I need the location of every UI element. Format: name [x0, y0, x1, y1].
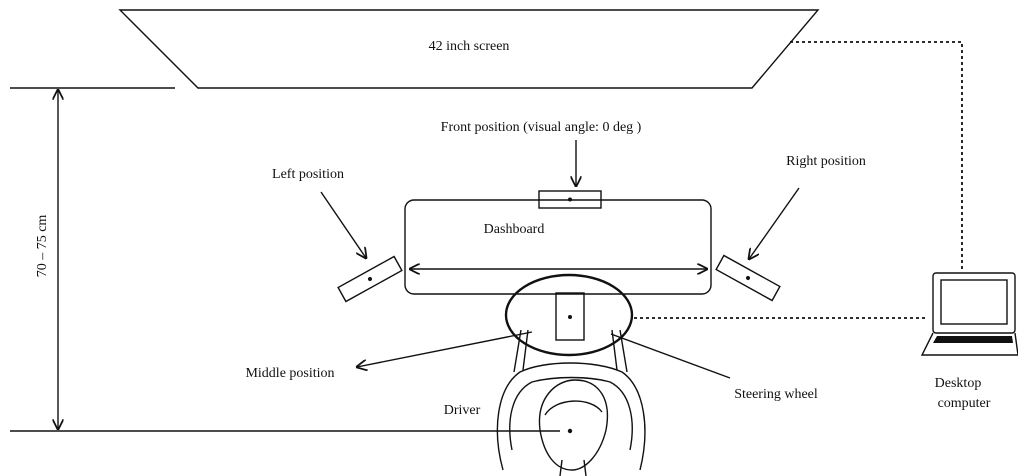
distance-measurement: 70 – 75 cm [10, 87, 560, 432]
front-display [538, 190, 602, 209]
driver: Driver [444, 329, 646, 476]
middle-position-arrow [357, 331, 533, 367]
laptop-icon [920, 272, 1018, 356]
driver-dot [567, 428, 573, 434]
driver-arms-upper [513, 329, 628, 373]
desktop-label-line1: Desktop [935, 376, 982, 391]
right-position-arrow [749, 187, 800, 259]
laptop-screen-frame [932, 272, 1016, 334]
dashboard: Dashboard [404, 199, 712, 295]
laptop-keyboard [933, 336, 1013, 343]
left-position-label: Left position [272, 167, 344, 182]
screen-outline [118, 9, 820, 89]
driver-head [538, 379, 608, 471]
steering-wheel [504, 273, 634, 357]
screen: 42 inch screen [118, 9, 820, 89]
laptop-screen [940, 279, 1008, 325]
middle-display [555, 292, 585, 341]
dashboard-label: Dashboard [484, 222, 545, 237]
front-position-label: Front position (visual angle: 0 deg ) [441, 120, 642, 135]
right-position-label: Right position [786, 154, 866, 169]
left-position: Left position [272, 167, 403, 303]
right-position: Right position [715, 154, 866, 302]
middle-display-dot [568, 315, 572, 319]
driver-arms-inner [522, 329, 618, 371]
left-position-arrow [320, 191, 366, 258]
dashboard-outline [404, 199, 712, 295]
distance-label: 70 – 75 cm [35, 215, 50, 278]
left-display [337, 255, 403, 303]
driver-torso [509, 376, 633, 451]
steering-wheel-label: Steering wheel [734, 387, 818, 402]
middle-position-label: Middle position [245, 366, 334, 381]
steering-wheel-pointer [610, 333, 731, 379]
driver-hair [544, 400, 603, 416]
driver-label: Driver [444, 403, 481, 418]
front-position: Front position (visual angle: 0 deg ) [441, 120, 642, 209]
driver-neck [559, 459, 587, 476]
steering-wheel-outline [504, 273, 634, 357]
screen-cable [790, 41, 963, 272]
driver-shoulders [496, 362, 646, 471]
right-display [715, 254, 781, 302]
screen-label: 42 inch screen [429, 39, 510, 54]
laptop-base [920, 332, 1018, 356]
desktop-label-line2: computer [938, 396, 991, 411]
front-display-dot [568, 197, 572, 202]
